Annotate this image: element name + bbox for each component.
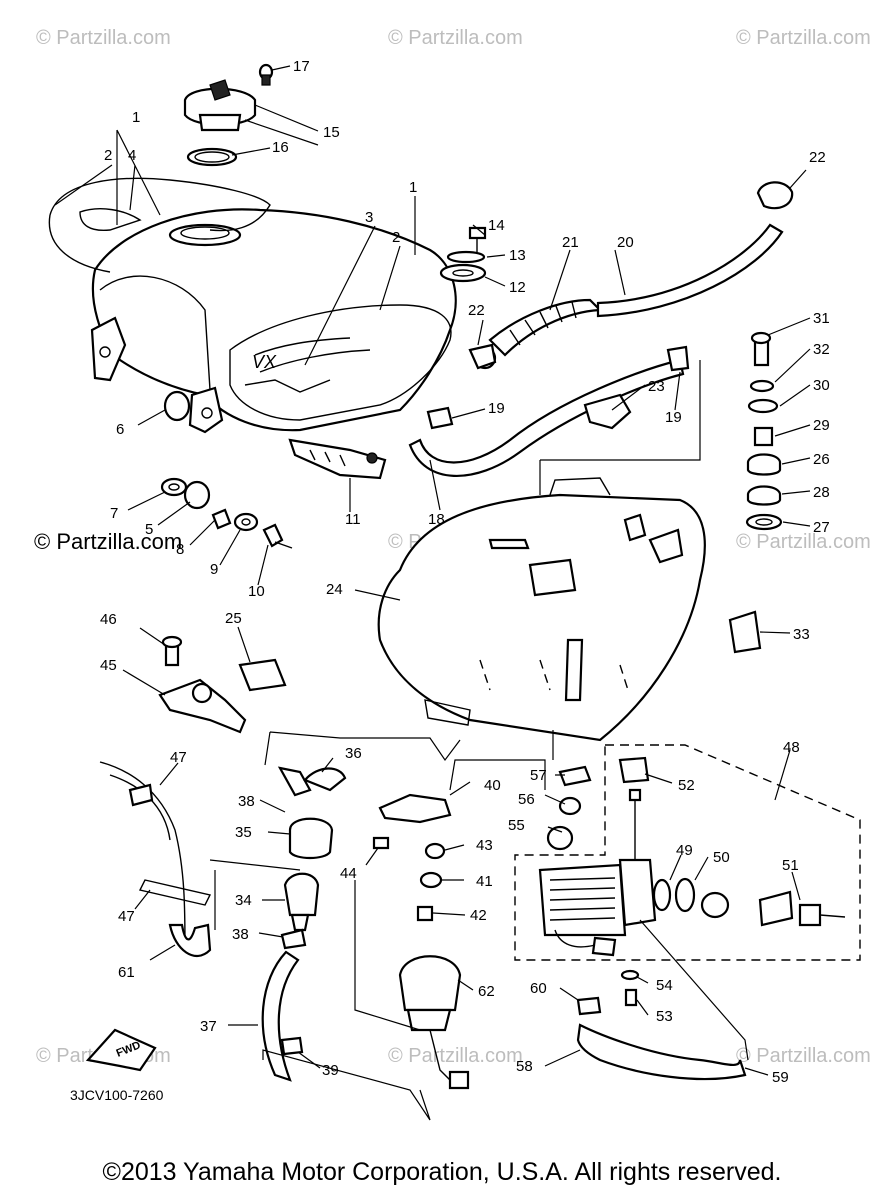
callout-8: 8 [176, 541, 184, 558]
callout-44: 44 [340, 865, 357, 882]
callout-50: 50 [713, 849, 730, 866]
callout-42: 42 [470, 907, 487, 924]
callout-53: 53 [656, 1008, 673, 1025]
breather-hose [468, 181, 794, 370]
callout-41: 41 [476, 873, 493, 890]
callout-56: 56 [518, 791, 535, 808]
callout-39: 39 [322, 1062, 339, 1079]
watermark: © Partzilla.com [36, 27, 171, 49]
callout-5: 5 [145, 521, 153, 538]
callout-7: 7 [110, 505, 118, 522]
callout-6: 6 [116, 421, 124, 438]
callout-55: 55 [508, 817, 525, 834]
callout-25: 25 [225, 610, 242, 627]
callout-31: 31 [813, 310, 830, 327]
fuel-cap [183, 63, 274, 167]
callout-2: 2 [104, 147, 112, 164]
callout-37: 37 [200, 1018, 217, 1035]
forward-arrow: FWD [85, 1028, 157, 1072]
callout-58: 58 [516, 1058, 533, 1075]
side-watermark: © Partzilla.com [34, 529, 182, 554]
callout-38: 38 [238, 793, 255, 810]
callout-labels: 17 15 16 1 2 4 1 3 2 14 13 12 21 20 22 2… [100, 58, 830, 1086]
callout-20: 20 [617, 234, 634, 251]
callout-17: 17 [293, 58, 310, 75]
callout-9: 9 [210, 561, 218, 578]
grommet-stack [745, 331, 783, 531]
callout-35: 35 [235, 824, 252, 841]
callout-14: 14 [488, 217, 505, 234]
watermark: © Partzilla.com [388, 27, 523, 49]
vent-hoses-left [99, 761, 212, 957]
callout-46: 46 [100, 611, 117, 628]
callout-32: 32 [813, 341, 830, 358]
callout-29: 29 [813, 417, 830, 434]
callout-21: 21 [562, 234, 579, 251]
callout-2: 2 [392, 229, 400, 246]
mount-bracket-45 [158, 635, 287, 734]
callout-28: 28 [813, 484, 830, 501]
callout-54: 54 [656, 977, 673, 994]
callout-26: 26 [813, 451, 830, 468]
callout-60: 60 [530, 980, 547, 997]
callout-11: 11 [345, 511, 361, 528]
callout-43: 43 [476, 837, 493, 854]
lower-fuel-lines [261, 765, 747, 1090]
watermark: © Partzilla.com [388, 1045, 523, 1067]
callout-15: 15 [323, 124, 340, 141]
callout-30: 30 [813, 377, 830, 394]
inner-fuel-tank [377, 477, 706, 742]
callout-33: 33 [793, 626, 810, 643]
callout-12: 12 [509, 279, 526, 296]
callout-51: 51 [782, 857, 799, 874]
callout-3: 3 [365, 209, 373, 226]
callout-47: 47 [170, 749, 187, 766]
callout-27: 27 [813, 519, 830, 536]
callout-40: 40 [484, 777, 501, 794]
callout-47: 47 [118, 908, 135, 925]
tank-emblem: VX [252, 352, 277, 372]
callout-36: 36 [345, 745, 362, 762]
callout-16: 16 [272, 139, 289, 156]
callout-57: 57 [530, 767, 547, 784]
callout-13: 13 [509, 247, 526, 264]
callout-4: 4 [128, 147, 136, 164]
drawing-code: 3JCV100-7260 [70, 1087, 164, 1103]
callout-19: 19 [665, 409, 682, 426]
callout-61: 61 [118, 964, 135, 981]
leader-lines [54, 65, 811, 1121]
mounting-hardware [160, 226, 487, 549]
callout-59: 59 [772, 1069, 789, 1086]
callout-22: 22 [468, 302, 485, 319]
sender-unit [288, 438, 387, 480]
callout-23: 23 [648, 378, 665, 395]
callout-62: 62 [478, 983, 495, 1000]
watermark: © Partzilla.com [736, 531, 871, 553]
copyright-notice: ©2013 Yamaha Motor Corporation, U.S.A. A… [102, 1158, 782, 1186]
callout-1: 1 [409, 179, 417, 196]
callout-18: 18 [428, 511, 445, 528]
callout-1: 1 [132, 109, 140, 126]
callout-22: 22 [809, 149, 826, 166]
callout-38: 38 [232, 926, 249, 943]
callout-24: 24 [326, 581, 343, 598]
watermark: © Partzilla.com [736, 27, 871, 49]
petcock-assembly [514, 744, 861, 961]
watermark: © Partzilla.com [736, 1045, 871, 1067]
callout-48: 48 [783, 739, 800, 756]
callout-10: 10 [248, 583, 265, 600]
callout-52: 52 [678, 777, 695, 794]
bracket-33 [728, 610, 762, 654]
fuel-tank-assembly: VX [48, 177, 457, 434]
callout-45: 45 [100, 657, 117, 674]
callout-34: 34 [235, 892, 252, 909]
callout-49: 49 [676, 842, 693, 859]
fuel-hose-18 [408, 345, 690, 478]
callout-19: 19 [488, 400, 505, 417]
